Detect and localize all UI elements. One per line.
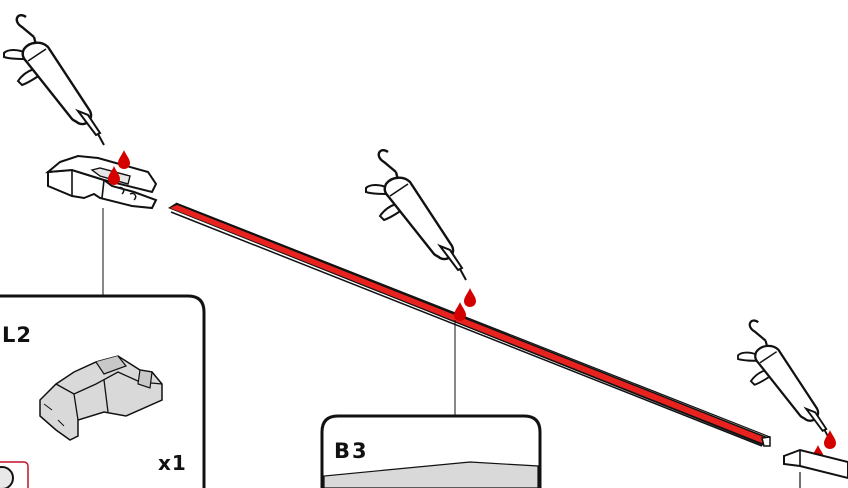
- callout-b3-label: B3: [334, 439, 369, 463]
- clip-part-right: [783, 448, 848, 488]
- callout-l2-label: L2: [2, 323, 32, 347]
- callout-l2: L2 x1: [0, 294, 206, 488]
- bracket-part-icon: [39, 355, 163, 441]
- callout-l2-quantity: x1: [158, 451, 187, 475]
- glue-drop-icon: [454, 288, 476, 321]
- red-rail: [168, 202, 771, 447]
- round-part-icon: [0, 461, 29, 488]
- clip-part-left: [44, 154, 158, 210]
- callout-b3: B3: [320, 414, 542, 488]
- syringe-icon: [2, 13, 106, 147]
- syringe-icon: [364, 148, 468, 282]
- syringe-icon: [736, 319, 832, 442]
